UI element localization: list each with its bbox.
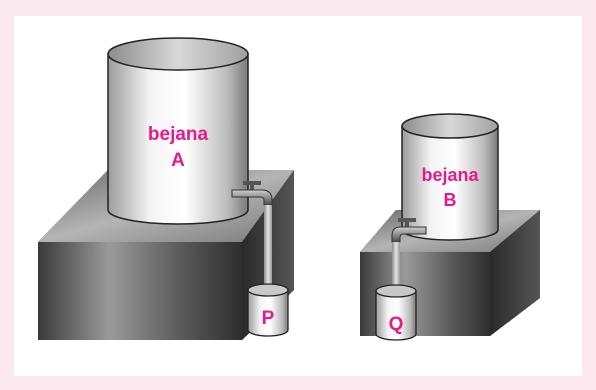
cup-q-label: Q: [389, 314, 404, 335]
vessel-a: [107, 37, 249, 225]
cup-p: [247, 283, 289, 337]
vessel-b-label-line2: B: [444, 190, 457, 210]
water-stream-b: [392, 242, 400, 290]
vessel-b-label-line1: bejana: [421, 165, 479, 185]
cup-p-label: P: [262, 308, 275, 329]
vessel-b: [401, 113, 499, 241]
vessel-a-label-line2: A: [171, 150, 185, 171]
cup-q: [375, 284, 417, 341]
vessel-a-label-line1: bejana: [148, 124, 209, 145]
water-stream-a: [264, 205, 272, 291]
